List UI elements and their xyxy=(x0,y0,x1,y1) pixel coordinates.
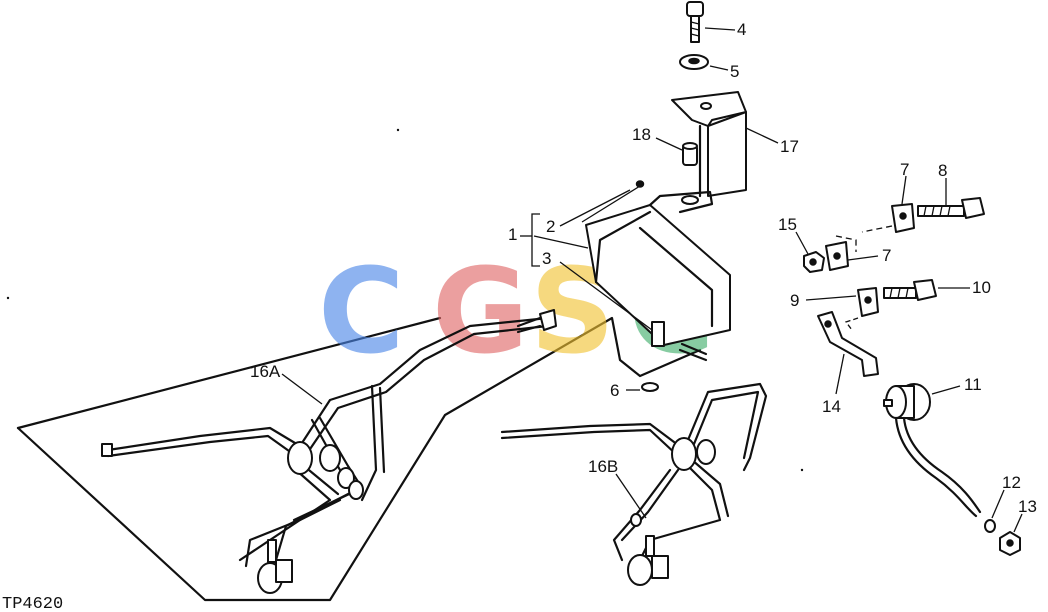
leader-16b xyxy=(615,473,647,519)
leader-16a xyxy=(281,373,323,405)
fuel-line-set-16a xyxy=(101,309,557,594)
label-2: 2 xyxy=(546,217,555,236)
clamp-part-14 xyxy=(817,311,879,377)
label-13: 13 xyxy=(1018,497,1037,516)
label-17: 17 xyxy=(780,137,799,156)
watermark-letter-c1: C xyxy=(318,242,405,380)
leader-18 xyxy=(655,137,683,151)
label-8: 8 xyxy=(938,161,947,180)
leader-7-lower xyxy=(847,255,879,261)
nut-part-13 xyxy=(999,531,1021,556)
damper-part-11 xyxy=(883,383,982,518)
clip-part-7-lower xyxy=(825,241,849,271)
label-5: 5 xyxy=(730,62,739,81)
o-ring-part-6 xyxy=(641,382,659,392)
leader-14 xyxy=(835,353,845,395)
label-4: 4 xyxy=(737,20,746,39)
assembly-outline-top xyxy=(16,316,442,430)
bracket-part-17 xyxy=(671,91,747,198)
washer-part-12 xyxy=(984,519,996,533)
housing-part-1 xyxy=(585,190,731,362)
leader-7-upper xyxy=(901,175,907,205)
leader-4 xyxy=(704,27,736,31)
leader-9 xyxy=(805,295,857,301)
label-14: 14 xyxy=(822,397,841,416)
drawing-code: TP4620 xyxy=(2,595,63,612)
label-7-lower: 7 xyxy=(882,246,891,265)
leader-3 xyxy=(559,261,653,331)
label-12: 12 xyxy=(1002,473,1021,492)
leader-5 xyxy=(709,65,729,71)
pin-part-2 xyxy=(581,180,645,223)
bolt-part-10 xyxy=(883,279,937,301)
leader-12 xyxy=(991,489,1005,519)
label-1: 1 xyxy=(508,225,517,244)
bracket-1 xyxy=(531,213,540,267)
nut-part-15 xyxy=(803,251,825,273)
label-9: 9 xyxy=(790,291,799,310)
leader-11 xyxy=(931,385,961,395)
label-3: 3 xyxy=(542,249,551,268)
fuel-line-set-16b xyxy=(500,382,768,586)
dash-guide-9 xyxy=(844,317,859,331)
label-18: 18 xyxy=(632,125,651,144)
label-11: 11 xyxy=(964,375,982,394)
label-15: 15 xyxy=(778,215,797,234)
leader-13 xyxy=(1013,513,1023,533)
bolt-part-4 xyxy=(686,1,704,43)
bolt-part-8 xyxy=(917,197,985,219)
clip-part-7-upper xyxy=(891,203,915,233)
speck xyxy=(800,468,804,472)
label-16b: 16B xyxy=(588,457,618,476)
assembly-outline xyxy=(16,316,702,602)
watermark-letter-g: G xyxy=(432,242,529,380)
speck xyxy=(6,296,10,300)
leader-15 xyxy=(795,231,809,255)
label-7-upper: 7 xyxy=(900,160,909,179)
dash-guide-7b xyxy=(835,235,857,252)
label-16a: 16A xyxy=(250,362,281,381)
leader-2 xyxy=(559,189,631,227)
dash-guide-7 xyxy=(861,225,893,233)
leader-1 xyxy=(533,235,589,249)
speck xyxy=(396,128,400,132)
label-10: 10 xyxy=(972,278,991,297)
leader-17 xyxy=(745,127,779,144)
spacer-part-18 xyxy=(682,142,698,166)
washer-part-5 xyxy=(679,54,709,70)
clip-part-9 xyxy=(857,287,879,317)
label-6: 6 xyxy=(610,381,619,400)
